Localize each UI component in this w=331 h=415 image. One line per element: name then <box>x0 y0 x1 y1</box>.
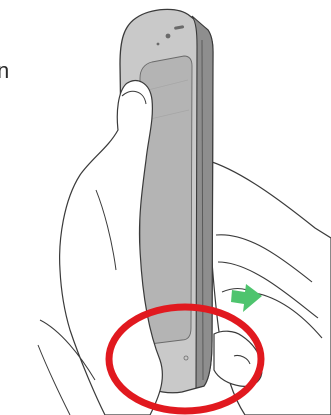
phone-hand-illustration <box>0 0 331 415</box>
illustration-canvas: n <box>0 0 331 415</box>
